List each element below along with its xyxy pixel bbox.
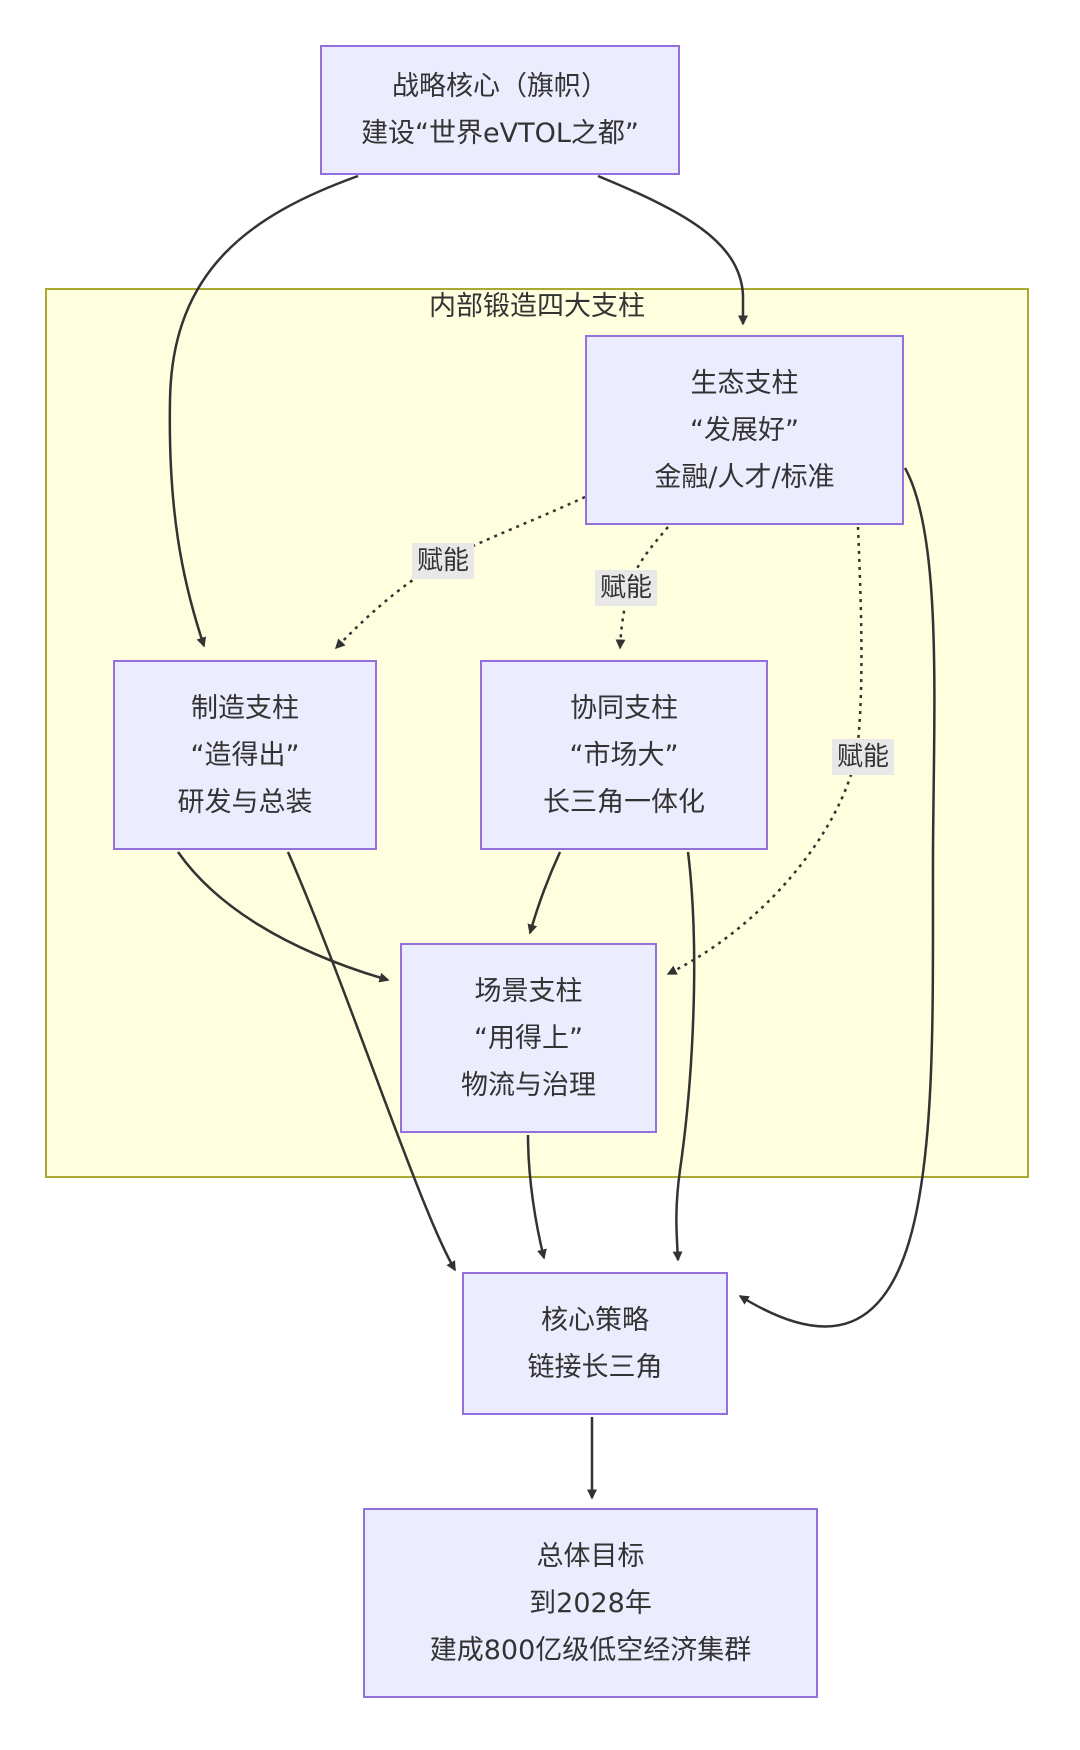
edge-label-enable-2: 赋能 bbox=[594, 570, 658, 606]
core-strategy-line2: 链接长三角 bbox=[527, 1351, 663, 1383]
ecosystem-pillar-line1: 生态支柱 bbox=[690, 367, 799, 399]
manufacturing-pillar-node: 制造支柱 “造得出” 研发与总装 bbox=[113, 660, 377, 850]
strategy-core-line2: 建设“世界eVTOL之都” bbox=[361, 118, 639, 149]
edge-syn-to-scene bbox=[527, 851, 562, 935]
core-strategy-line1: 核心策略 bbox=[541, 1304, 649, 1336]
manufacturing-pillar-line1: 制造支柱 bbox=[191, 692, 299, 724]
edge-strategy-to-mfg bbox=[168, 174, 359, 648]
synergy-pillar-line2: “市场大” bbox=[569, 739, 679, 771]
overall-goal-line3: 建成800亿级低空经济集群 bbox=[429, 1634, 752, 1666]
edge-scene-to-core bbox=[526, 1134, 547, 1260]
cluster-title: 内部锻造四大支柱 bbox=[429, 291, 645, 322]
ecosystem-pillar-line3: 金融/人才/标准 bbox=[654, 461, 835, 493]
edge-syn-to-core bbox=[672, 851, 696, 1262]
overall-goal-line1: 总体目标 bbox=[536, 1540, 645, 1572]
strategy-core-line1: 战略核心（旗帜） bbox=[392, 71, 608, 102]
strategy-core-node: 战略核心（旗帜） 建设“世界eVTOL之都” bbox=[320, 45, 680, 175]
edge-strategy-to-eco bbox=[597, 174, 748, 326]
edge-eco-to-core bbox=[738, 467, 936, 1328]
synergy-pillar-line1: 协同支柱 bbox=[570, 692, 678, 724]
ecosystem-pillar-node: 生态支柱 “发展好” 金融/人才/标准 bbox=[585, 335, 904, 525]
edge-label-enable-3: 赋能 bbox=[831, 739, 895, 775]
edge-label-enable-1: 赋能 bbox=[411, 543, 475, 579]
scenario-pillar-line2: “用得上” bbox=[474, 1022, 583, 1054]
edge-mfg-to-core bbox=[286, 851, 457, 1272]
core-strategy-node: 核心策略 链接长三角 bbox=[462, 1272, 728, 1415]
scenario-pillar-node: 场景支柱 “用得上” 物流与治理 bbox=[400, 943, 657, 1133]
overall-goal-node: 总体目标 到2028年 建成800亿级低空经济集群 bbox=[363, 1508, 818, 1698]
ecosystem-pillar-line2: “发展好” bbox=[690, 414, 799, 446]
edge-mfg-to-scene bbox=[176, 851, 390, 983]
synergy-pillar-line3: 长三角一体化 bbox=[543, 786, 705, 818]
overall-goal-line2: 到2028年 bbox=[529, 1587, 652, 1619]
scenario-pillar-line1: 场景支柱 bbox=[474, 975, 583, 1007]
manufacturing-pillar-line3: 研发与总装 bbox=[177, 786, 313, 818]
manufacturing-pillar-line2: “造得出” bbox=[190, 739, 300, 771]
scenario-pillar-line3: 物流与治理 bbox=[461, 1069, 596, 1101]
synergy-pillar-node: 协同支柱 “市场大” 长三角一体化 bbox=[480, 660, 768, 850]
